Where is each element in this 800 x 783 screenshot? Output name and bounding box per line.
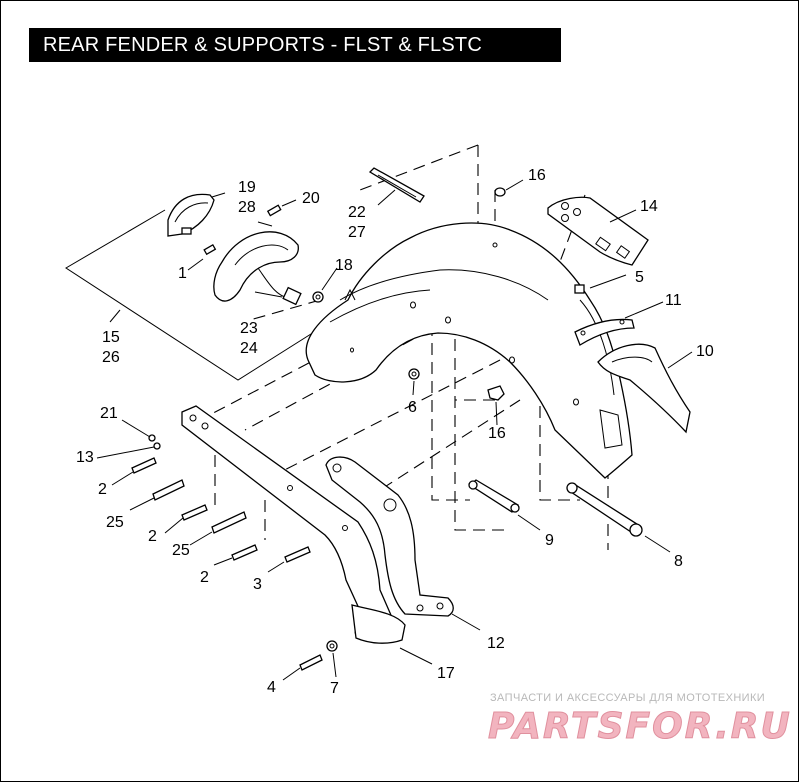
- label-4: 4: [267, 679, 276, 696]
- label-5: 5: [635, 269, 644, 286]
- stud-25-a: [152, 479, 185, 501]
- fender-top-plate: [547, 196, 649, 266]
- tail-lamp: [167, 193, 215, 237]
- label-22: 22: [348, 204, 366, 221]
- bolt-2-a: [131, 457, 157, 474]
- bolt-4: [299, 654, 323, 671]
- label-14: 14: [640, 198, 658, 215]
- label-9: 9: [545, 532, 554, 549]
- label-1: 1: [178, 265, 187, 282]
- watermark: ЗАПЧАСТИ И АКСЕССУАРЫ ДЛЯ МОТОТЕХНИКИ PA…: [488, 692, 792, 748]
- support-bracket: [325, 456, 454, 617]
- label-26: 26: [102, 349, 120, 366]
- washer-7: [326, 640, 338, 652]
- washer-21: [148, 434, 156, 442]
- label-2-b: 2: [148, 528, 157, 545]
- bolt-3: [284, 546, 311, 563]
- lamp-housing: [213, 221, 299, 302]
- fender-support-rail: [181, 405, 406, 644]
- label-21: 21: [100, 405, 118, 422]
- callout-labels: 1 19 28 20 18 22 27 16 14 5 11 10 23 24 …: [76, 167, 714, 697]
- label-10: 10: [696, 343, 714, 360]
- leader-lines: [96, 179, 693, 681]
- nut-16-upper: [494, 187, 506, 197]
- label-16-upper: 16: [528, 167, 546, 184]
- label-15: 15: [102, 329, 120, 346]
- label-7: 7: [330, 680, 339, 697]
- wire-connector: [257, 267, 302, 306]
- label-17: 17: [437, 665, 455, 682]
- diagram-title: REAR FENDER & SUPPORTS - FLST & FLSTC: [29, 28, 561, 62]
- bolt-20: [266, 204, 282, 217]
- label-25-b: 25: [172, 542, 190, 559]
- light-strip: [368, 167, 425, 203]
- rod-9: [468, 479, 520, 513]
- screw-1: [203, 244, 217, 256]
- bolt-2-b: [181, 504, 208, 521]
- label-6: 6: [408, 399, 417, 416]
- label-8: 8: [674, 553, 683, 570]
- label-27: 27: [348, 224, 366, 241]
- lamp-assembly-bracket-line: [65, 209, 331, 381]
- nut-6: [408, 368, 420, 380]
- washer-13: [153, 442, 161, 450]
- label-20: 20: [302, 190, 320, 207]
- label-16-lower: 16: [488, 425, 506, 442]
- label-25-a: 25: [106, 514, 124, 531]
- grommet-18: [312, 291, 324, 303]
- label-28: 28: [238, 199, 256, 216]
- watermark-brand: PARTSFOR.RU: [488, 706, 792, 747]
- label-2-a: 2: [98, 481, 107, 498]
- label-3: 3: [253, 576, 262, 593]
- rod-8: [566, 482, 643, 537]
- label-13: 13: [76, 449, 94, 466]
- bolt-2-c: [231, 544, 258, 561]
- label-24: 24: [240, 340, 258, 357]
- label-12: 12: [487, 635, 505, 652]
- fender-tip: [597, 343, 691, 434]
- label-23: 23: [240, 320, 258, 337]
- watermark-tagline: ЗАПЧАСТИ И АКСЕССУАРЫ ДЛЯ МОТОТЕХНИКИ: [490, 692, 765, 704]
- fender-bracket: [574, 318, 635, 346]
- label-11: 11: [665, 292, 682, 309]
- label-19: 19: [238, 179, 256, 196]
- nut-16-lower: [487, 385, 505, 401]
- label-18: 18: [335, 257, 353, 274]
- rear-fender: [305, 222, 633, 479]
- label-2-c: 2: [200, 569, 209, 586]
- stud-25-b: [211, 511, 247, 534]
- plug-5: [574, 284, 585, 294]
